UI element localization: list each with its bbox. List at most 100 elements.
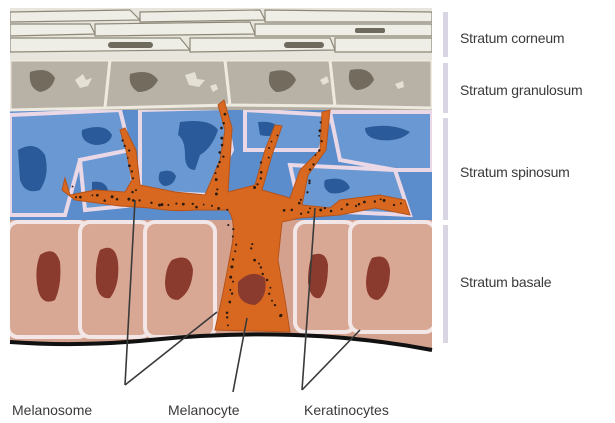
melanosome-granule — [229, 276, 232, 279]
melanosome-granule — [298, 202, 301, 205]
melanosome-granule — [300, 199, 302, 201]
label-stratum-basale: Stratum basale — [460, 274, 551, 290]
melanosome-granule — [182, 203, 185, 206]
melanosome-granule — [250, 247, 252, 249]
melanosome-granule — [253, 186, 256, 189]
callout-melanocyte: Melanocyte — [168, 402, 240, 418]
melanosome-granule — [220, 137, 223, 140]
melanosome-granule — [127, 157, 129, 159]
bracket-spinosum — [443, 118, 448, 220]
melanosome-granule — [150, 202, 152, 204]
melanosome-granule — [128, 164, 131, 167]
melanosome-granule — [291, 209, 294, 212]
bracket-basale — [443, 225, 448, 343]
melanosome-granule — [161, 203, 164, 206]
melanosome-granule — [128, 149, 130, 151]
melanosome-granule — [358, 203, 360, 205]
melanosome-granule — [215, 193, 218, 196]
melanosome-granule — [72, 186, 74, 188]
melanosome-granule — [226, 316, 228, 318]
melanosome-granule — [229, 289, 231, 291]
melanosome-granule — [256, 183, 258, 185]
melanosome-granule — [79, 196, 82, 199]
melanosome-granule — [300, 213, 302, 215]
melanosome-granule — [306, 191, 308, 193]
melanosome-granule — [167, 204, 169, 206]
melanosome-granule — [383, 199, 386, 202]
melanosome-granule — [227, 224, 229, 226]
melanosome-granule — [235, 244, 237, 246]
melanosome-granule — [158, 204, 161, 207]
melanosome-granule — [127, 198, 130, 201]
callout-melanosome: Melanosome — [12, 402, 92, 418]
melanosome-granule — [116, 198, 119, 201]
melanosome-granule — [217, 207, 220, 210]
melanosome-granule — [307, 211, 309, 213]
melanosome-granule — [218, 151, 221, 154]
melanosome-granule — [231, 292, 233, 294]
melanosome-granule — [374, 200, 376, 202]
label-stratum-spinosum: Stratum spinosum — [460, 164, 570, 180]
melanosome-granule — [309, 168, 311, 170]
melanosome-granule — [260, 161, 262, 163]
melanosome-granule — [226, 312, 229, 315]
melanosome-granule — [131, 170, 133, 172]
melanosome-granule — [363, 201, 366, 204]
melanosome-granule — [103, 199, 106, 202]
melanosome-granule — [318, 129, 321, 132]
melanosome-granule — [308, 182, 310, 184]
melanosome-granule — [321, 140, 323, 142]
melanosome-granule — [355, 205, 357, 207]
melanosome-granule — [308, 179, 310, 181]
melanosome-granule — [224, 113, 227, 116]
melanosome-granule — [227, 324, 229, 326]
melanosome-granule — [230, 265, 233, 268]
melanosome-granule — [91, 194, 93, 196]
melanosome-granule — [283, 209, 286, 212]
melanosome-granule — [314, 154, 316, 156]
melanosome-granule — [271, 141, 273, 143]
melanosome-granule — [226, 209, 228, 211]
melanosome-granule — [215, 178, 218, 181]
melanosome-granule — [393, 204, 395, 206]
melanosome-granule — [274, 304, 276, 306]
melanosome-granule — [232, 258, 234, 260]
melanosome-granule — [268, 293, 270, 295]
melanosome-granule — [232, 281, 234, 283]
melanosome-granule — [211, 205, 213, 207]
melanosome-granule — [346, 203, 349, 206]
melanosome-granule — [318, 135, 320, 137]
melanosome-granule — [258, 263, 260, 265]
melanosome-granule — [121, 139, 123, 141]
callout-keratinocytes: Keratinocytes — [304, 402, 389, 418]
melanosome-granule — [260, 177, 262, 179]
label-stratum-corneum: Stratum corneum — [460, 30, 564, 46]
melanosome-granule — [268, 157, 270, 159]
skin-cross-section-diagram — [0, 0, 445, 423]
melanosome-granule — [324, 207, 326, 209]
melanosome-granule — [271, 300, 273, 302]
melanosome-granule — [234, 250, 236, 252]
melanosome-granule — [312, 163, 314, 165]
melanosome-granule — [341, 208, 343, 210]
melanosome-granule — [96, 194, 99, 197]
melanosome-granule — [319, 209, 322, 212]
label-stratum-granulosum: Stratum granulosum — [460, 82, 582, 98]
melanosome-granule — [251, 243, 253, 245]
melanosome-granule — [269, 287, 271, 289]
melanosome-granule — [222, 122, 224, 124]
melanosome-granule — [268, 147, 270, 149]
melanosome-granule — [400, 202, 402, 204]
melanosome-granule — [216, 188, 218, 190]
melanosome-granule — [221, 144, 224, 147]
melanosome-granule — [135, 189, 137, 191]
melanosome-granule — [203, 204, 205, 206]
melanosome-granule — [261, 273, 263, 275]
melanosome-granule — [131, 191, 133, 193]
melanosome-granule — [318, 149, 320, 151]
melanosome-granule — [228, 301, 231, 304]
melanosome-granule — [320, 121, 322, 123]
melanosome-granule — [75, 196, 77, 198]
melanosome-granule — [330, 210, 333, 213]
melanosome-granule — [132, 177, 134, 179]
